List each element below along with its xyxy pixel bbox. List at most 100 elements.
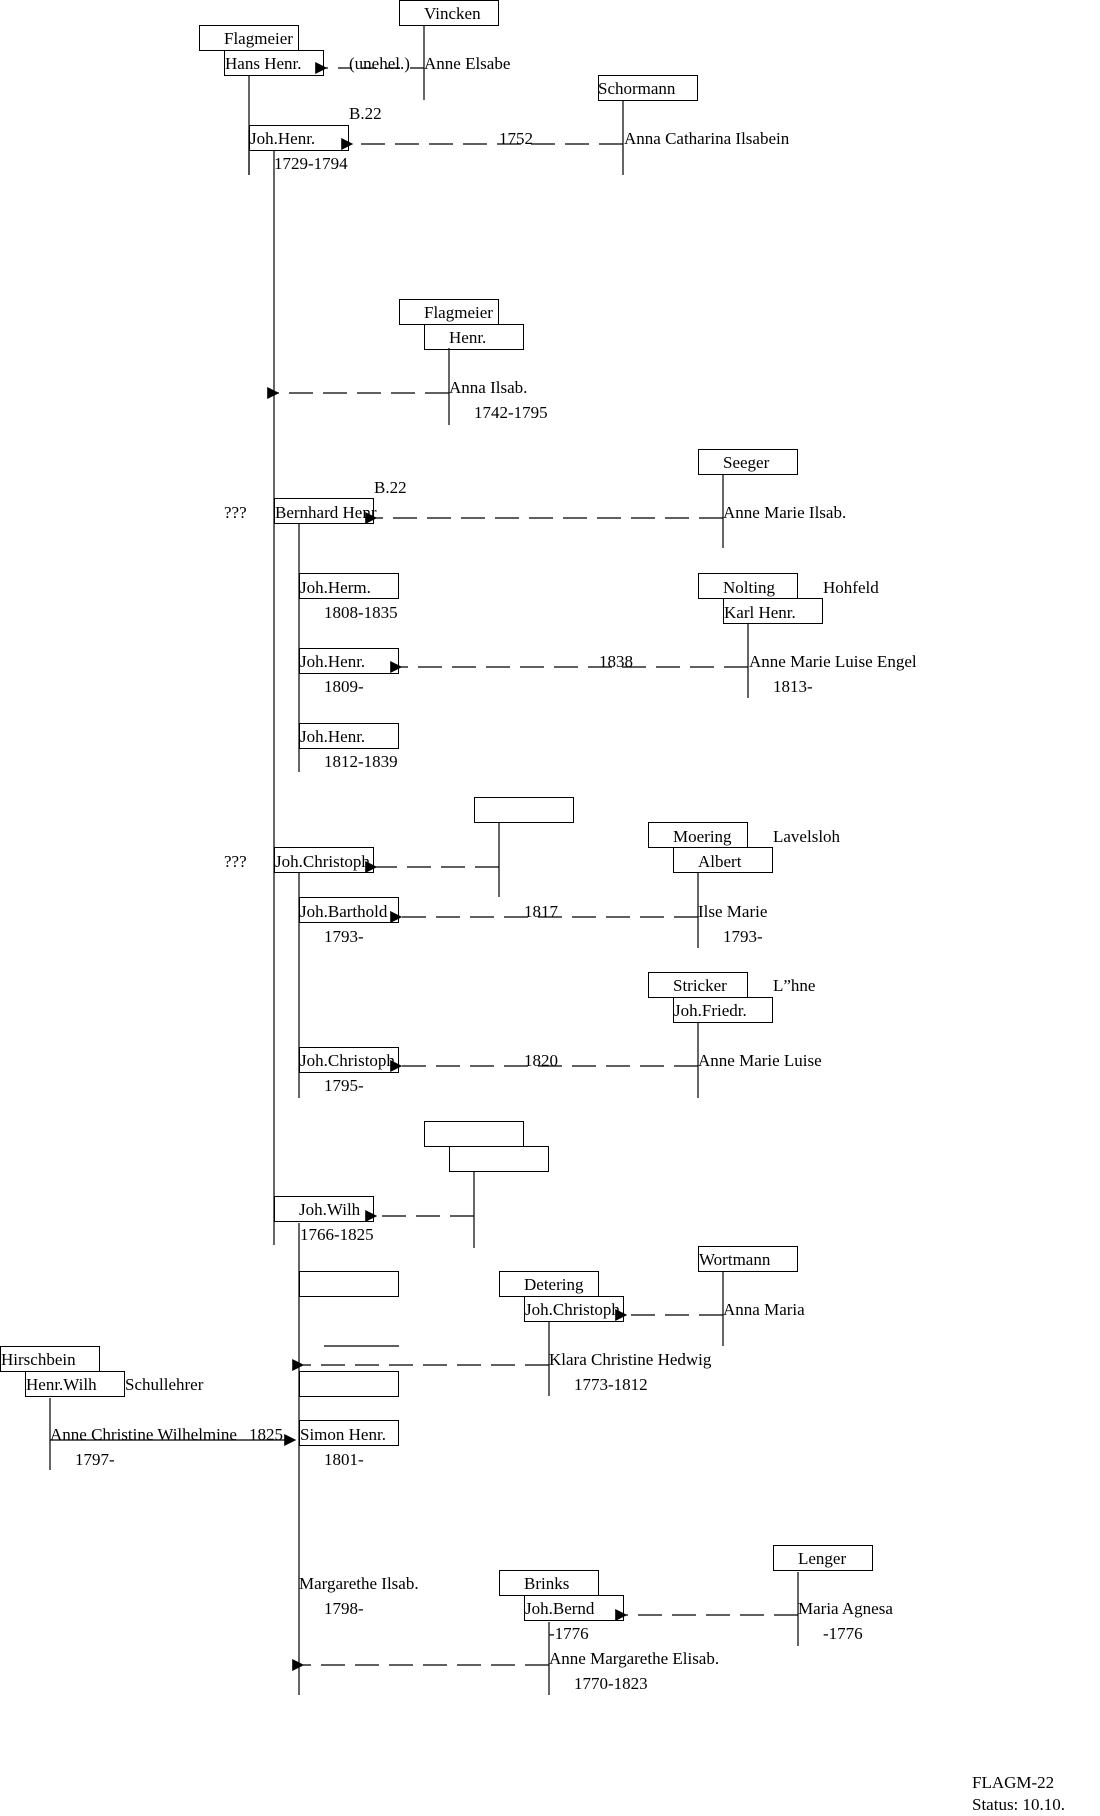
place-lohne: L”hne — [773, 976, 816, 995]
name-anna-maria: Anna Maria — [723, 1300, 805, 1319]
dates-anne-christine-wilhelmine: 1797- — [75, 1450, 115, 1469]
prefix-unknown-2: ??? — [224, 852, 247, 871]
name-simon-henr: Simon Henr. — [300, 1425, 386, 1444]
box-vincken — [399, 0, 499, 26]
name-detering-first: Joh.Christoph — [525, 1300, 620, 1319]
box-joh-christoph-1795[interactable] — [299, 1047, 399, 1073]
place-hohfeld: Hohfeld — [823, 578, 879, 597]
dates-joh-barthold: 1793- — [324, 927, 364, 946]
name-joh-herm: Joh.Herm. — [300, 578, 371, 597]
name-anne-marie-luise-engel: Anne Marie Luise Engel — [749, 652, 917, 671]
dates-joh-bernd: -1776 — [549, 1624, 589, 1643]
surname-schormann: Schormann — [598, 79, 676, 98]
box-joh-barthold[interactable] — [299, 897, 399, 923]
dates-maria-agnesa: -1776 — [823, 1624, 863, 1643]
name-hans-henr: Hans Henr. — [225, 54, 302, 73]
name-anne-elsabe: Anne Elsabe — [424, 54, 511, 73]
box-henr-wilh[interactable] — [25, 1371, 125, 1397]
box-hans-henr[interactable] — [224, 50, 324, 76]
name-bernhard: Bernhard Henr — [275, 503, 377, 522]
name-albert: Albert — [698, 852, 742, 871]
box-empty — [449, 1146, 549, 1172]
name-margarethe: Margarethe Ilsab. — [299, 1574, 419, 1593]
name-anne-marie-luise: Anne Marie Luise — [698, 1051, 822, 1070]
box-schormann — [598, 75, 698, 101]
name-joh-wilh: Joh.Wilh — [299, 1200, 361, 1219]
box-detering-first[interactable] — [524, 1296, 624, 1322]
marriage-year-1838: 1838 — [599, 652, 633, 671]
box-simon-henr[interactable] — [299, 1420, 399, 1446]
name-maria-agnesa: Maria Agnesa — [798, 1599, 893, 1618]
box-henr[interactable] — [424, 324, 524, 350]
box-joh-herm[interactable] — [299, 573, 399, 599]
name-anne-christine-wilhelmine: Anne Christine Wilhelmine — [50, 1425, 237, 1444]
surname-flagmeier: Flagmeier — [224, 29, 293, 48]
occupation-schullehrer: Schullehrer — [125, 1375, 204, 1394]
dates-simon-henr: 1801- — [324, 1450, 364, 1469]
box-empty — [474, 797, 574, 823]
box-bernhard[interactable] — [274, 498, 374, 524]
box-joh-bernd[interactable] — [524, 1595, 624, 1621]
note-unehel: (unehel.) — [349, 54, 410, 73]
box-seeger — [698, 449, 798, 475]
ref-b22-bernhard: B.22 — [374, 478, 407, 497]
surname-nolting: Nolting — [723, 578, 775, 597]
dates-margarethe: 1798- — [324, 1599, 364, 1618]
dates-joh-christoph-1795: 1795- — [324, 1076, 364, 1095]
surname-vincken: Vincken — [424, 4, 481, 23]
box-empty — [424, 1121, 524, 1147]
name-ilse-marie: Ilse Marie — [698, 902, 768, 921]
surname-detering: Detering — [524, 1275, 584, 1294]
name-joh-bernd: Joh.Bernd — [525, 1599, 595, 1618]
name-joh-henr-1809: Joh.Henr. — [300, 652, 366, 671]
dates-joh-herm: 1808-1835 — [324, 603, 398, 622]
name-klara-christine: Klara Christine Hedwig — [549, 1350, 712, 1369]
footer-code: FLAGM-22 — [972, 1773, 1055, 1792]
dates-anna-ilsab: 1742-1795 — [474, 403, 548, 422]
surname-moering: Moering — [673, 827, 732, 846]
name-anna-ilsab: Anna Ilsab. — [449, 378, 528, 397]
dates-anne-margarethe: 1770-1823 — [574, 1674, 648, 1693]
box-joh-henr-1809[interactable] — [299, 648, 399, 674]
box-empty-child — [299, 1371, 399, 1397]
box-joh-henr-1812[interactable] — [299, 723, 399, 749]
surname-hirschbein: Hirschbein — [1, 1350, 76, 1369]
name-henr: Henr. — [449, 328, 487, 347]
box-wortmann — [698, 1246, 798, 1272]
dates-joh-wilh: 1766-1825 — [300, 1225, 374, 1244]
name-joh-barthold: Joh.Barthold — [300, 902, 388, 921]
box-joh-wilh[interactable] — [274, 1196, 374, 1222]
marriage-year-1817: 1817 — [524, 902, 558, 921]
footer-status: Status: 10.10. — [972, 1795, 1066, 1814]
surname-seeger: Seeger — [723, 453, 770, 472]
name-anna-catharina: Anna Catharina Ilsabein — [624, 129, 790, 148]
box-joh-friedr[interactable] — [673, 997, 773, 1023]
box-empty-child — [299, 1271, 399, 1297]
surname-brinks: Brinks — [524, 1574, 570, 1593]
box-lenger — [773, 1545, 873, 1571]
name-joh-christoph-1795: Joh.Christoph — [300, 1051, 395, 1070]
marriage-year-1825: 1825 — [249, 1425, 283, 1444]
box-joh-henr-1729[interactable] — [249, 125, 349, 151]
ref-b22: B.22 — [349, 104, 382, 123]
name-joh-henr-1812: Joh.Henr. — [300, 727, 366, 746]
place-lavelsloh: Lavelsloh — [773, 827, 841, 846]
marriage-year-1752: 1752 — [499, 129, 533, 148]
dates-klara-christine: 1773-1812 — [574, 1375, 648, 1394]
dates-ilse-marie: 1793- — [723, 927, 763, 946]
box-albert[interactable] — [673, 847, 773, 873]
name-henr-wilh: Henr.Wilh — [26, 1375, 97, 1394]
name-joh-henr-1729: Joh.Henr. — [250, 129, 316, 148]
marriage-year-1820: 1820 — [524, 1051, 558, 1070]
dates-joh-henr-1809: 1809- — [324, 677, 364, 696]
box-joh-christoph[interactable] — [274, 847, 374, 873]
name-karl-henr: Karl Henr. — [724, 603, 796, 622]
name-joh-friedr: Joh.Friedr. — [674, 1001, 747, 1020]
dates-joh-henr-1729: 1729-1794 — [274, 154, 348, 173]
prefix-unknown: ??? — [224, 503, 247, 522]
surname-stricker: Stricker — [673, 976, 727, 995]
surname-wortmann: Wortmann — [699, 1250, 771, 1269]
box-karl-henr[interactable] — [723, 598, 823, 624]
name-anne-marie-ilsab: Anne Marie Ilsab. — [723, 503, 847, 522]
